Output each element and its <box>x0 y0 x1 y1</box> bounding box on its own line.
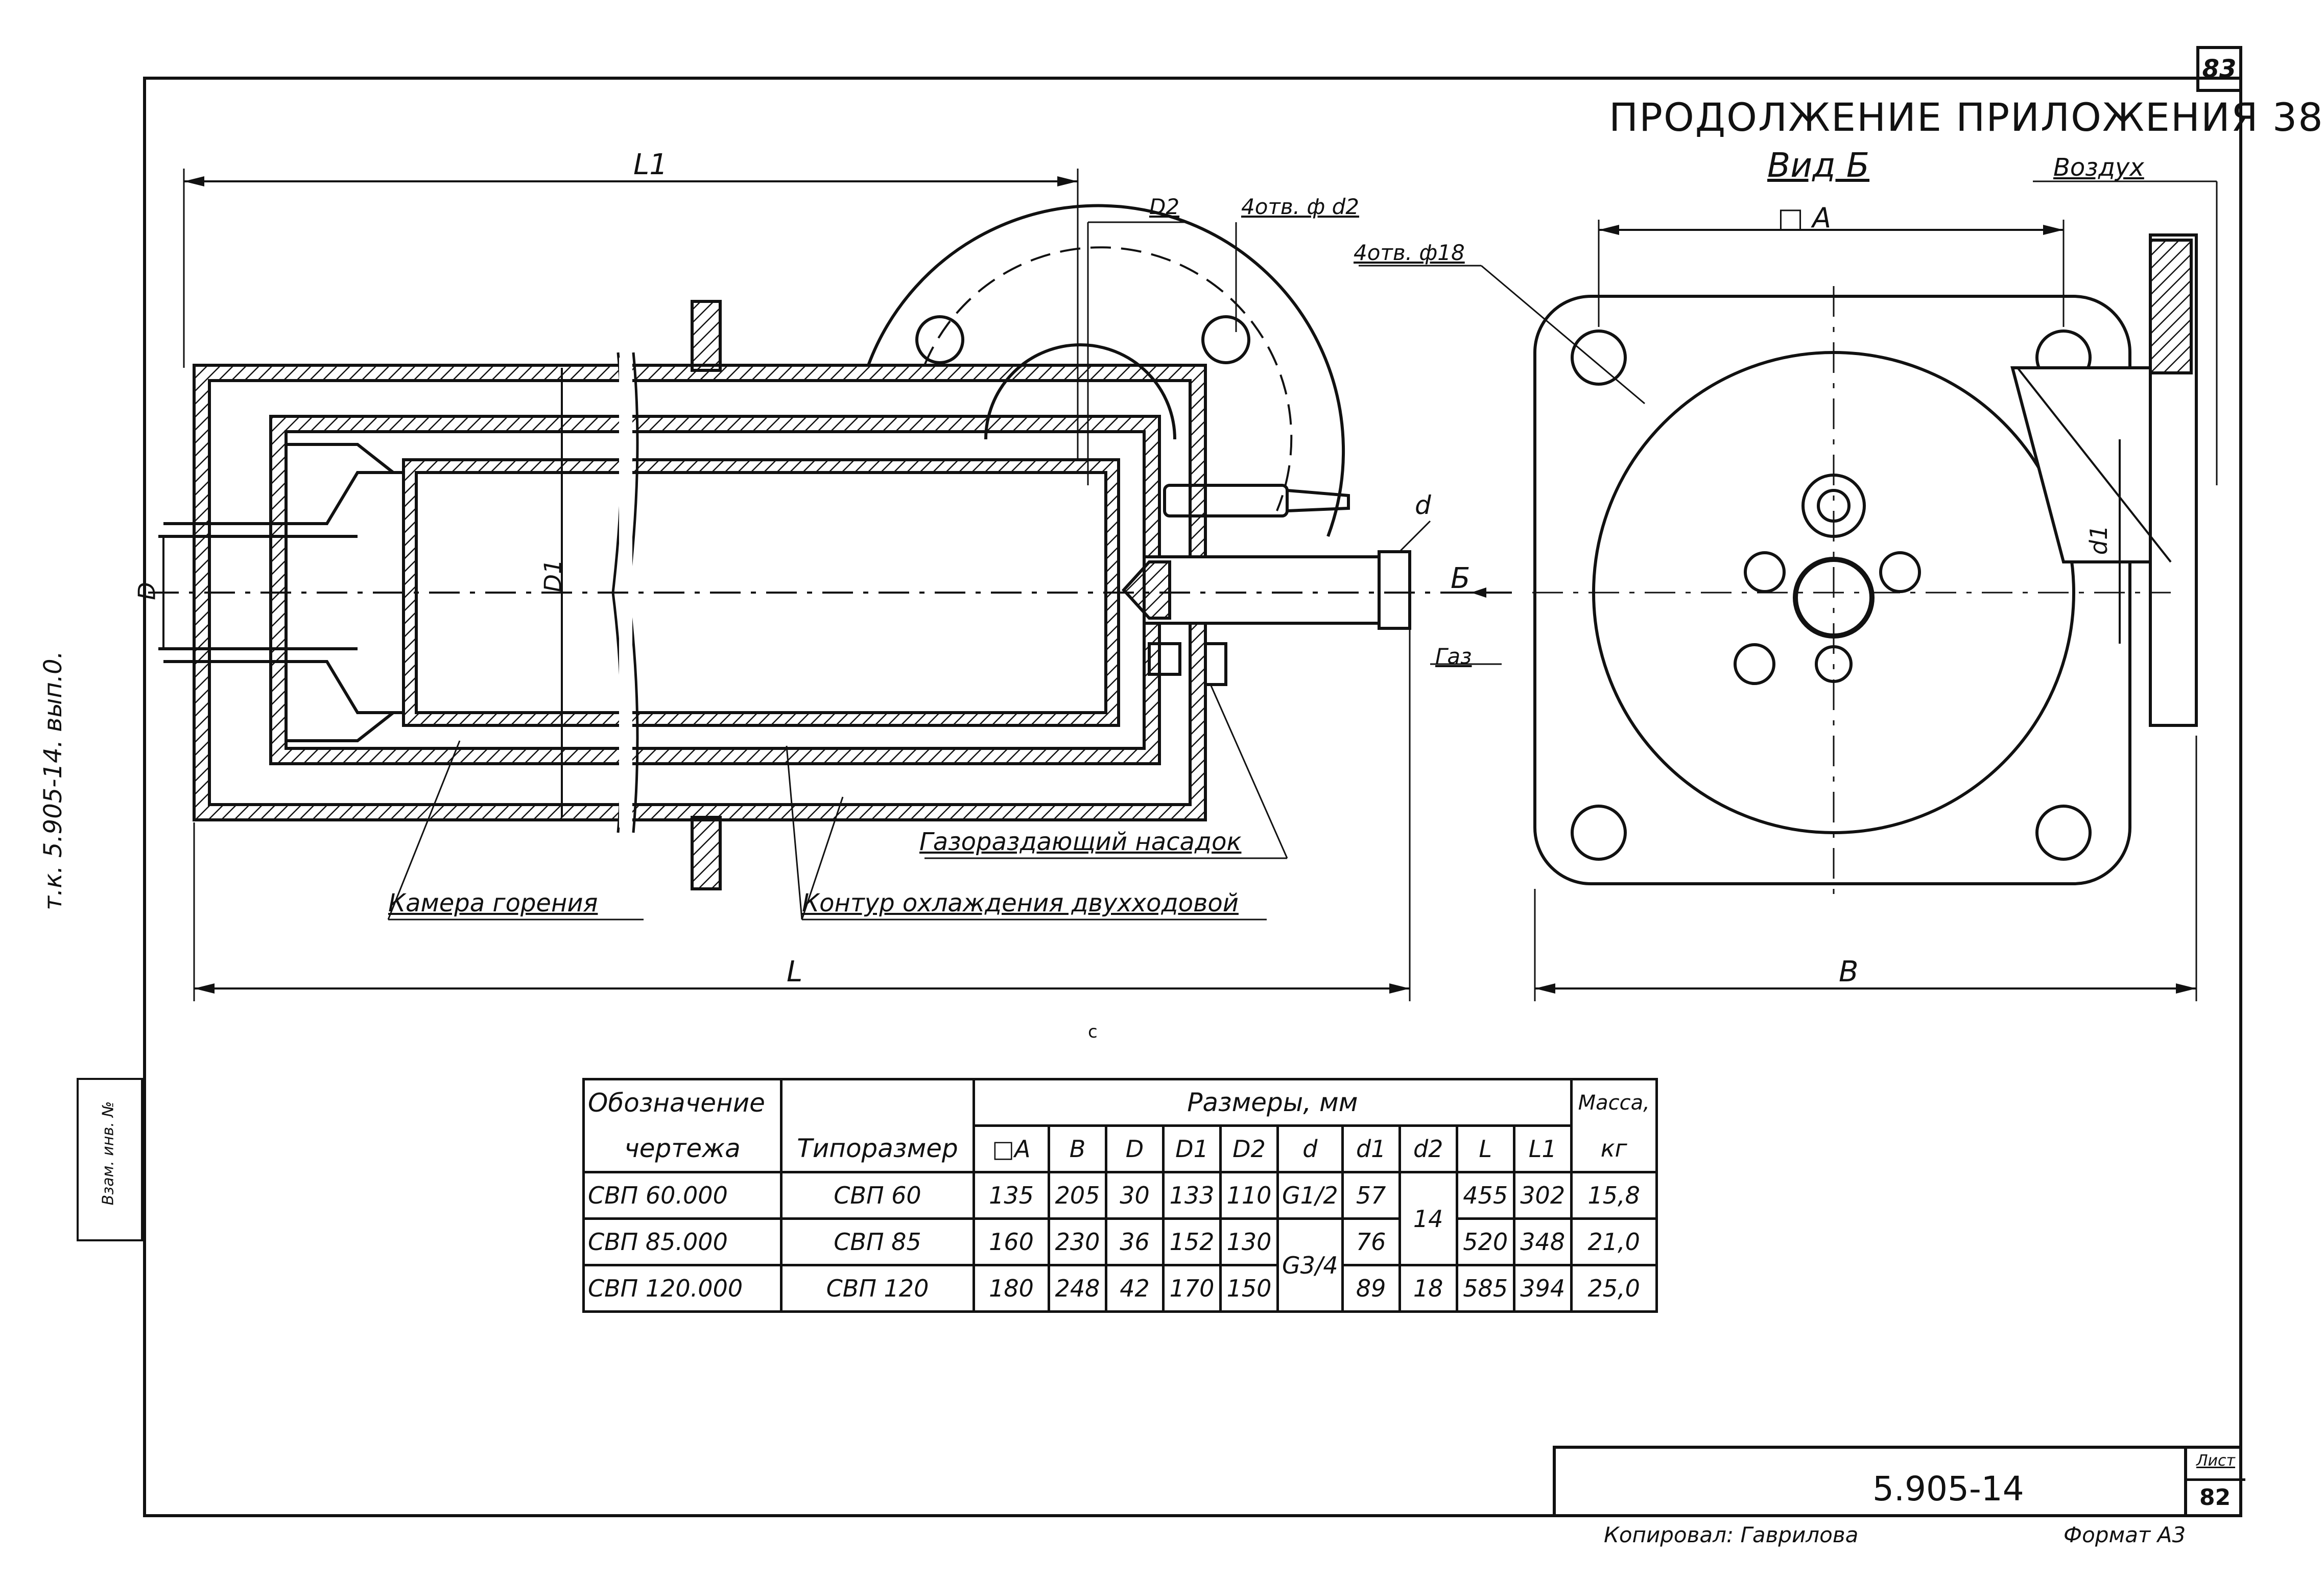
stamp-text: Взам. инв. № <box>99 1101 117 1206</box>
b-cell: 230 <box>1048 1217 1107 1266</box>
l-dimension-label: L <box>787 955 803 988</box>
a-dimension-label: □ A <box>1777 202 1832 234</box>
small-d1-cell: 76 <box>1341 1217 1401 1266</box>
copied-by: Копировал: Гаврилова <box>1604 1522 1859 1547</box>
small-d1-cell: 57 <box>1341 1171 1401 1220</box>
gas-nozzle-label: Газораздающий насадок <box>919 828 1242 856</box>
d2-cell: 110 <box>1219 1171 1279 1220</box>
table-row: СВП 120.000 СВП 120 180 248 42 170 150 8… <box>582 1264 1658 1313</box>
l-cell: 455 <box>1455 1171 1515 1220</box>
cooling-loop-label: Контур охлаждения двухходовой <box>802 889 1239 917</box>
mass-unit-header: кг <box>1570 1125 1658 1173</box>
designation-header-top: Обозначение <box>582 1078 782 1126</box>
stamp-box <box>77 1078 143 1241</box>
d1-dimension-label: D1 <box>539 559 567 593</box>
small-d2-cell: 14 <box>1398 1171 1458 1266</box>
mass-header: Масса, <box>1570 1078 1658 1126</box>
page-number-box: 83 <box>2196 46 2242 92</box>
small-d1-label: d1 <box>2085 525 2113 555</box>
type-size-header: Типоразмер <box>780 1125 975 1173</box>
sheet-box: Лист 82 <box>2184 1449 2245 1517</box>
a-cell: 160 <box>973 1217 1050 1266</box>
col-header: d1 <box>1341 1124 1401 1173</box>
col-header: L1 <box>1512 1124 1573 1173</box>
d-cell: 36 <box>1105 1217 1165 1266</box>
col-header: d <box>1276 1124 1344 1173</box>
small-d1-cell: 89 <box>1341 1264 1401 1313</box>
l1-cell: 302 <box>1512 1171 1573 1220</box>
c-mark: с <box>1088 1022 1098 1042</box>
mass-cell: 21,0 <box>1570 1217 1658 1266</box>
b-arrow-label: Б <box>1451 562 1471 595</box>
b-cell: 205 <box>1048 1171 1107 1220</box>
thread-cell: G3/4 <box>1276 1217 1344 1313</box>
combustion-chamber-label: Камера горения <box>388 889 598 917</box>
a-cell: 180 <box>973 1264 1050 1313</box>
sheet-number: 82 <box>2199 1485 2231 1511</box>
format-label: Формат А3 <box>2064 1522 2186 1547</box>
l-cell: 585 <box>1455 1264 1515 1313</box>
l1-cell: 348 <box>1512 1217 1573 1266</box>
b-dimension-label: B <box>1839 955 1859 988</box>
col-header: □A <box>973 1124 1050 1173</box>
d-cell: 42 <box>1105 1264 1165 1313</box>
col-header: B <box>1048 1124 1107 1173</box>
l1-cell: 394 <box>1512 1264 1573 1313</box>
d-dimension-label: D <box>133 582 161 600</box>
document-code: 5.905-14 <box>1872 1469 2024 1509</box>
sheet-label: Лист <box>2196 1452 2236 1470</box>
type-cell: СВП 85 <box>780 1217 975 1266</box>
thread-cell: G1/2 <box>1276 1171 1344 1220</box>
l1-dimension-label: L1 <box>633 148 668 181</box>
designation-cell: СВП 120.000 <box>582 1264 782 1313</box>
spec-table: Обозначение Размеры, мм Масса, чертежа Т… <box>582 1078 1658 1313</box>
air-label: Воздух <box>2053 153 2144 182</box>
col-header: d2 <box>1398 1124 1458 1173</box>
title-block: 5.905-14 Лист 82 <box>1553 1446 2245 1517</box>
designation-cell: СВП 60.000 <box>582 1171 782 1220</box>
drawing-frame <box>143 77 2242 1517</box>
d1-cell: 133 <box>1162 1171 1222 1220</box>
col-header: D <box>1105 1124 1165 1173</box>
small-d-label: d <box>1415 490 1431 520</box>
mass-cell: 25,0 <box>1570 1264 1658 1313</box>
holes-18-label: 4отв. ф18 <box>1354 240 1465 265</box>
table-header-row: Обозначение Размеры, мм Масса, <box>582 1078 1658 1127</box>
gas-label: Газ <box>1435 644 1472 669</box>
d2-cell: 130 <box>1219 1217 1279 1266</box>
b-cell: 248 <box>1048 1264 1107 1313</box>
table-subheader-row: чертежа Типоразмер □A B D D1 D2 d d1 d2 … <box>582 1124 1658 1173</box>
l-cell: 520 <box>1455 1217 1515 1266</box>
type-cell: СВП 60 <box>780 1171 975 1220</box>
a-cell: 135 <box>973 1171 1050 1220</box>
table-row: СВП 85.000 СВП 85 160 230 36 152 130 G3/… <box>582 1217 1658 1313</box>
page-number: 83 <box>2202 55 2237 83</box>
page-heading: ПРОДОЛЖЕНИЕ ПРИЛОЖЕНИЯ 38 <box>1609 95 2324 140</box>
d1-cell: 152 <box>1162 1217 1222 1266</box>
dimensions-header: Размеры, мм <box>973 1078 1573 1127</box>
table-row: СВП 60.000 СВП 60 135 205 30 133 110 G1/… <box>582 1171 1658 1266</box>
type-cell: СВП 120 <box>780 1264 975 1313</box>
holes-d2-label: 4отв. ф d2 <box>1241 194 1359 219</box>
d2-cell: 150 <box>1219 1264 1279 1313</box>
view-title: Вид Б <box>1767 146 1870 185</box>
d2-dimension-label: D2 <box>1149 194 1180 219</box>
view-b-plate <box>1533 295 2131 885</box>
col-header: D1 <box>1162 1124 1222 1173</box>
designation-cell: СВП 85.000 <box>582 1217 782 1266</box>
designation-header-bottom: чертежа <box>582 1125 782 1173</box>
doc-reference-vertical: т.к. 5.905-14. вып.0. <box>38 651 67 910</box>
col-header: D2 <box>1219 1124 1279 1173</box>
col-header: L <box>1455 1124 1515 1173</box>
mass-cell: 15,8 <box>1570 1171 1658 1220</box>
small-d2-cell: 18 <box>1398 1264 1458 1313</box>
d1-cell: 170 <box>1162 1264 1222 1313</box>
d-cell: 30 <box>1105 1171 1165 1220</box>
